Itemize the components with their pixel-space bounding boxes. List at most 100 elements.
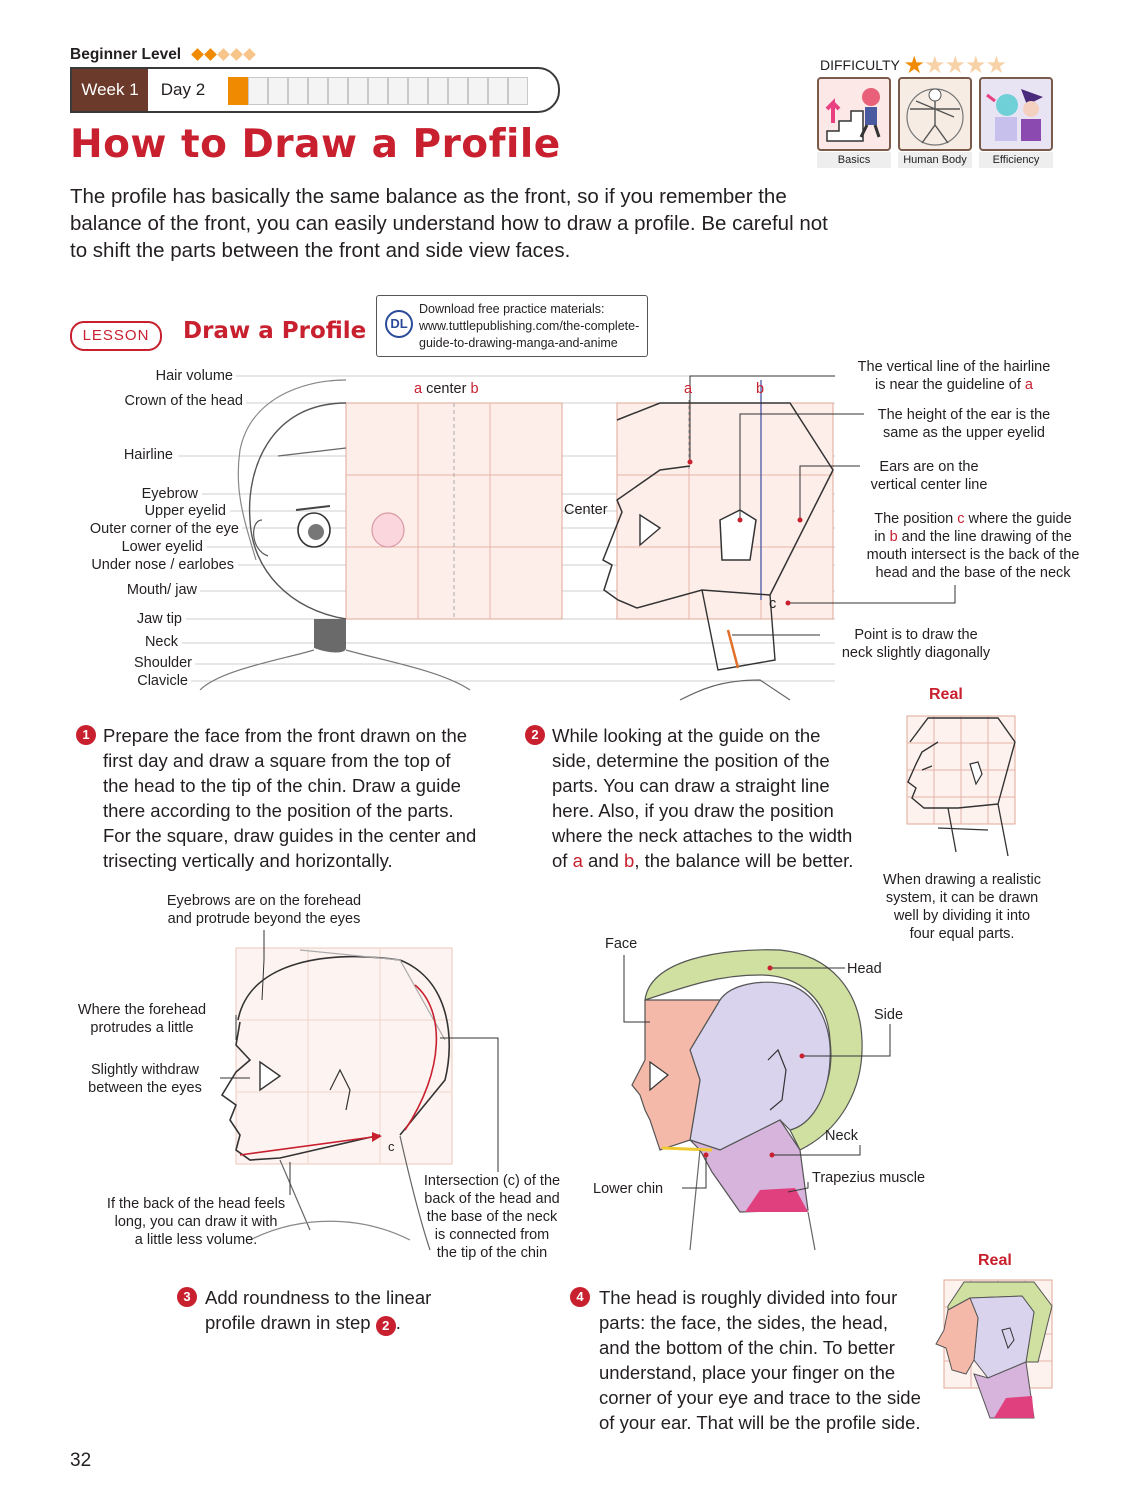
- label-crown: Crown of the head: [124, 393, 244, 409]
- diamond-icon: [191, 48, 205, 61]
- star-icon: ★: [965, 52, 986, 79]
- star-icon: ★: [903, 52, 925, 79]
- progress-cell: [468, 77, 488, 105]
- step-number: 1: [76, 725, 96, 745]
- label-neck: Neck: [144, 634, 178, 650]
- progress-cell: [248, 77, 268, 105]
- note-ear-position: Ears are on the vertical center line: [870, 459, 988, 493]
- star-icon: ★: [944, 52, 966, 79]
- label-lower-chin: Lower chin: [593, 1181, 664, 1197]
- step-4: 4 The head is roughly divided into four …: [570, 1285, 959, 1435]
- badge-caption: Basics: [817, 152, 891, 168]
- step-number: 2: [525, 725, 545, 745]
- note-hairline: The vertical line of the hairline is nea…: [857, 359, 1051, 393]
- front-side-diagram: [178, 375, 956, 701]
- label-jaw-tip: Jaw tip: [136, 611, 182, 627]
- label-trapezius: Trapezius muscle: [812, 1170, 926, 1186]
- level-diamonds: [191, 46, 257, 63]
- diamond-icon: [204, 48, 218, 61]
- difficulty: DIFFICULTY ★★★★★: [820, 51, 1008, 80]
- badge-basics: Basics: [817, 77, 891, 169]
- label-intersection: Intersection (c) of the back of the head…: [423, 1173, 561, 1261]
- step-3: 3 Add roundness to the linear profile dr…: [177, 1285, 505, 1336]
- progress-cell: [228, 77, 248, 105]
- badge-caption: Human Body: [898, 152, 972, 168]
- label-shoulder: Shoulder: [133, 655, 192, 671]
- label-neck-step4: Neck: [825, 1128, 859, 1144]
- progress-cell: [428, 77, 448, 105]
- download-link[interactable]: www.tuttlepublishing.com/the-complete-: [419, 319, 640, 333]
- label-hair-volume: Hair volume: [155, 368, 233, 384]
- label-face: Face: [605, 936, 638, 952]
- level-label: Beginner Level: [70, 46, 182, 63]
- efficiency-icon: [979, 77, 1053, 151]
- star-icon: ★: [924, 52, 945, 79]
- progress-cell: [368, 77, 388, 105]
- week-progress-bar: Week 1 Day 2: [70, 67, 560, 113]
- label-clavicle: Clavicle: [137, 673, 188, 689]
- download-box[interactable]: DL Download free practice materials: www…: [376, 295, 648, 357]
- note-position-c: The position c where the guide in b and …: [866, 511, 1080, 581]
- progress-cell: [388, 77, 408, 105]
- basics-icon: [817, 77, 891, 151]
- step-number: 3: [177, 1287, 197, 1307]
- difficulty-stars: ★★★★★: [903, 52, 1008, 79]
- page-title: How to Draw a Profile: [70, 122, 561, 167]
- progress-cell: [448, 77, 468, 105]
- week-label: Week 1: [72, 69, 148, 111]
- progress-cell: [488, 77, 508, 105]
- label-under-nose: Under nose / earlobes: [91, 557, 234, 573]
- label-eyebrows-forehead: Eyebrows are on the forehead and protrud…: [166, 893, 362, 927]
- progress-cell: [268, 77, 288, 105]
- label-b-side: b: [756, 381, 765, 397]
- real-label: Real: [929, 686, 963, 703]
- label-c-side: c: [769, 596, 777, 612]
- label-eyebrow: Eyebrow: [141, 486, 198, 502]
- real-profile-colored: [935, 1279, 1053, 1419]
- difficulty-label: DIFFICULTY: [820, 57, 900, 73]
- progress-cell: [408, 77, 428, 105]
- label-lower-eyelid: Lower eyelid: [121, 539, 203, 555]
- diamond-icon: [230, 48, 244, 61]
- badge-caption: Efficiency: [979, 152, 1053, 168]
- label-mouth-jaw: Mouth/ jaw: [126, 582, 197, 598]
- label-center-front: a center b: [414, 381, 479, 397]
- label-withdraw: Slightly withdraw between the eyes: [88, 1062, 202, 1096]
- progress-cell: [308, 77, 328, 105]
- step-number: 4: [570, 1287, 590, 1307]
- step-ref-badge: 2: [375, 1316, 396, 1336]
- step-1: 1 Prepare the face from the front drawn …: [76, 723, 523, 873]
- download-text: Download free practice materials: www.tu…: [419, 302, 640, 350]
- download-icon: DL: [385, 310, 413, 338]
- progress-cell: [508, 77, 528, 105]
- diamond-icon: [243, 48, 257, 61]
- label-hairline: Hairline: [123, 447, 173, 463]
- label-outer-corner: Outer corner of the eye: [89, 521, 239, 537]
- label-head: Head: [847, 961, 882, 977]
- day-label: Day 2: [160, 80, 206, 99]
- note-neck: Point is to draw the neck slightly diago…: [841, 627, 991, 661]
- lesson-title: Draw a Profile: [183, 318, 367, 344]
- progress-cell: [328, 77, 348, 105]
- badge-efficiency: Efficiency: [979, 77, 1053, 169]
- label-upper-eyelid: Upper eyelid: [144, 503, 226, 519]
- progress-cell: [348, 77, 368, 105]
- intro-paragraph: The profile has basically the same balan…: [70, 185, 828, 262]
- label-side: Side: [874, 1007, 904, 1023]
- badge-human-body: Human Body: [898, 77, 972, 169]
- label-forehead: Where the forehead protrudes a little: [77, 1002, 207, 1036]
- real-profile-grid: [906, 715, 1016, 857]
- step3-diagram: [220, 930, 499, 1251]
- real-label-2: Real: [978, 1252, 1012, 1269]
- progress-cell: [288, 77, 308, 105]
- diamond-icon: [217, 48, 231, 61]
- page-number: 32: [70, 1450, 92, 1471]
- label-center-side: Center: [564, 502, 608, 518]
- step4-diagram: [623, 949, 891, 1251]
- star-icon: ★: [985, 52, 1007, 79]
- label-c-step3: c: [388, 1139, 395, 1154]
- real-caption: When drawing a realistic system, it can …: [883, 872, 1041, 942]
- label-back-head: If the back of the head feels long, you …: [106, 1196, 286, 1248]
- note-ear-height: The height of the ear is the same as the…: [877, 407, 1051, 441]
- download-link[interactable]: guide-to-drawing-manga-and-anime: [419, 336, 618, 350]
